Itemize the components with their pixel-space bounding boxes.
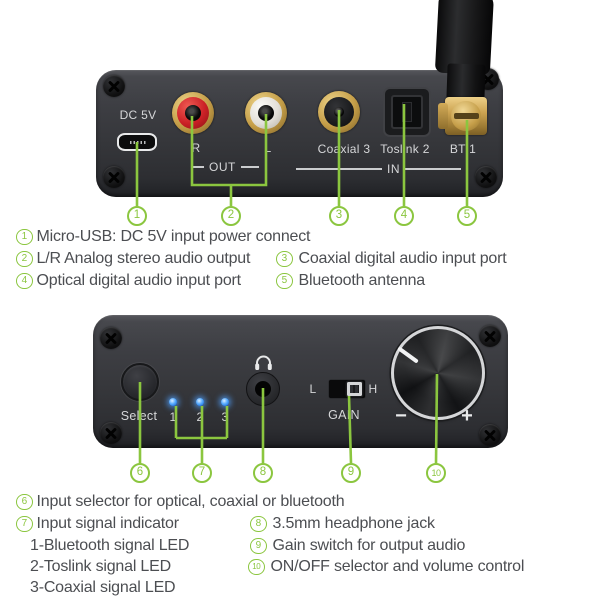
screw-icon	[103, 75, 125, 97]
legend-num-9: 9	[250, 537, 267, 555]
out-dash	[191, 166, 204, 168]
toslink-port	[383, 87, 431, 137]
legend-rear-2: 2 L/R Analog stereo audio output	[16, 248, 250, 270]
rca-right-label: R	[191, 141, 201, 155]
in-dash	[405, 168, 461, 170]
led-label-3: 3	[221, 410, 229, 424]
legend-rear-3: 3 Coaxial digital audio input port	[276, 248, 507, 270]
gain-high-label: H	[368, 382, 378, 396]
dc-5v-label: DC 5V	[119, 108, 157, 122]
legend-front-7a: 1-Bluetooth signal LED	[30, 535, 189, 557]
legend-front-10: 10 ON/OFF selector and volume control	[248, 556, 524, 578]
gain-low-label: L	[309, 382, 317, 396]
volume-minus-label: −	[395, 405, 407, 427]
gain-switch	[329, 380, 365, 398]
out-label: OUT	[209, 160, 236, 174]
screw-icon	[479, 424, 501, 446]
bt-nut	[438, 103, 448, 129]
legend-front-7b: 2-Toslink signal LED	[30, 556, 171, 578]
out-bracket: OUT	[191, 160, 259, 174]
legend-text-10: ON/OFF selector and volume control	[270, 558, 525, 575]
legend-sub-text-3: 3-Coaxial signal LED	[30, 579, 176, 596]
callout-circle-8: 8	[253, 463, 273, 483]
toslink-slot	[402, 102, 412, 122]
legend-sub-text-2: 2-Toslink signal LED	[30, 558, 171, 575]
legend-num-8: 8	[250, 515, 267, 533]
legend-num-1: 1	[16, 228, 33, 246]
legend-front-9: 9 Gain switch for output audio	[250, 535, 465, 557]
callout-circle-4: 4	[394, 206, 414, 226]
bt-antenna-connector	[438, 97, 487, 135]
legend-text-7: Input signal indicator	[36, 515, 180, 532]
bt-slot	[454, 113, 479, 119]
callout-circle-2: 2	[221, 206, 241, 226]
screw-icon	[100, 422, 122, 444]
led-indicator-3	[221, 398, 229, 406]
callout-circle-5: 5	[457, 206, 477, 226]
callout-line-10	[434, 373, 439, 464]
gain-label: GAIN	[328, 408, 360, 422]
legend-front-6: 6 Input selector for optical, coaxial or…	[16, 491, 345, 513]
callout-line-9	[347, 395, 353, 464]
legend-text-9: Gain switch for output audio	[272, 537, 466, 554]
legend-text-6: Input selector for optical, coaxial or b…	[36, 493, 345, 510]
screw-icon	[475, 166, 497, 188]
legend-front-8: 8 3.5mm headphone jack	[250, 513, 435, 535]
legend-num-4: 4	[16, 272, 33, 290]
callout-line-2	[190, 114, 268, 206]
legend-num-5: 5	[276, 272, 293, 290]
volume-knob	[391, 326, 485, 420]
screw-icon	[479, 325, 501, 347]
rear-panel-device	[96, 68, 503, 197]
headphone-icon	[254, 355, 273, 376]
coaxial-label: Coaxial 3	[317, 142, 371, 156]
legend-text-4: Optical digital audio input port	[36, 272, 242, 289]
out-dash	[240, 166, 259, 168]
legend-sub-text-1: 1-Bluetooth signal LED	[30, 537, 190, 554]
legend-text-8: 3.5mm headphone jack	[272, 515, 436, 532]
callout-circle-9: 9	[341, 463, 361, 483]
callout-circle-7: 7	[192, 463, 212, 483]
callout-circle-1: 1	[127, 206, 147, 226]
gain-switch-knob	[347, 382, 362, 396]
legend-text-1: Micro-USB: DC 5V input power connect	[36, 228, 311, 245]
legend-text-3: Coaxial digital audio input port	[298, 250, 507, 267]
legend-text-2: L/R Analog stereo audio output	[36, 250, 251, 267]
led-label-1: 1	[169, 410, 177, 424]
rca-hole	[185, 105, 201, 121]
legend-front-7: 7 Input signal indicator	[16, 513, 179, 535]
bt-label: BT 1	[449, 142, 477, 156]
rca-left-label: L	[264, 141, 272, 155]
legend-num-2: 2	[16, 250, 33, 268]
callout-circle-6: 6	[130, 463, 150, 483]
callout-circle-10: 10	[426, 463, 446, 483]
led-label-2: 2	[196, 410, 204, 424]
rca-hole	[258, 105, 274, 121]
legend-rear-5: 5 Bluetooth antenna	[276, 270, 425, 292]
led-indicator-2	[196, 398, 204, 406]
legend-num-7: 7	[16, 515, 33, 533]
legend-num-10: 10	[248, 558, 265, 576]
legend-text-5: Bluetooth antenna	[298, 272, 426, 289]
legend-rear-1: 1 Micro-USB: DC 5V input power connect	[16, 226, 311, 248]
legend-num-6: 6	[16, 493, 33, 511]
in-label: IN	[387, 162, 400, 176]
led-indicator-1	[169, 398, 177, 406]
volume-plus-label: +	[461, 405, 473, 427]
screw-icon	[100, 327, 122, 349]
legend-front-7c: 3-Coaxial signal LED	[30, 577, 176, 599]
screw-icon	[103, 166, 125, 188]
callout-line-7	[174, 406, 229, 463]
legend-rear-4: 4 Optical digital audio input port	[16, 270, 241, 292]
callout-circle-3: 3	[329, 206, 349, 226]
legend-num-3: 3	[276, 250, 293, 268]
